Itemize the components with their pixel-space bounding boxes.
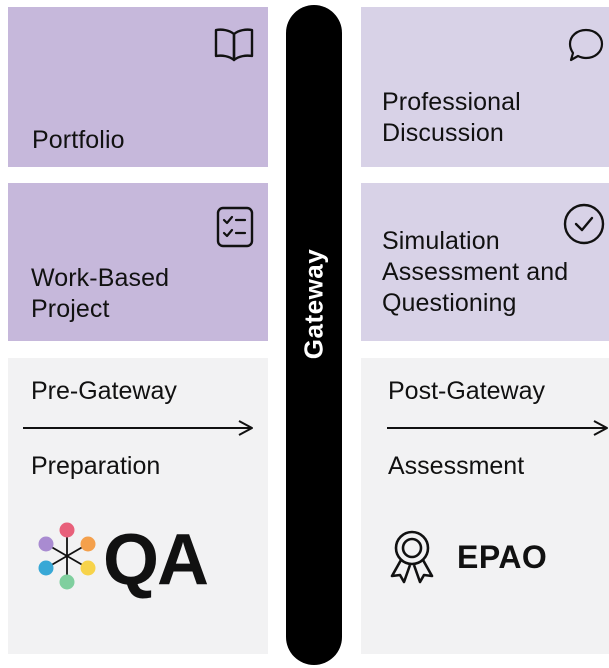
pre-gateway-panel: Pre-Gateway Preparation [8,358,268,654]
label-line: Assessment and [382,258,569,286]
epao-logo-text: EPAO [457,539,548,575]
book-icon [214,28,254,62]
gateway-label: Gateway [298,248,329,360]
speech-bubble-icon [568,28,604,62]
arrow-right-icon [387,420,608,436]
label-line: Work-Based [31,264,170,292]
checklist-icon [216,206,254,248]
post-gateway-panel: Post-Gateway Assessment [361,358,609,654]
arrow-right-icon [23,420,253,436]
portfolio-label: Portfolio [32,126,125,154]
professional-discussion-tile: Professional Discussion [361,7,609,167]
simulation-assessment-tile: Simulation Assessment and Questioning [361,183,609,341]
label-line: Questioning [382,289,517,317]
simulation-assessment-label: Simulation Assessment and Questioning [382,226,568,319]
check-circle-icon [563,203,605,245]
pre-gateway-subtitle: Preparation [31,452,161,480]
label-line: Professional [382,88,521,116]
gateway-bar [286,5,342,665]
qa-logo-text: QA [103,520,209,600]
label-line: Project [31,295,110,323]
professional-discussion-label: Professional Discussion [382,87,521,149]
pre-gateway-title: Pre-Gateway [31,377,177,405]
post-gateway-title: Post-Gateway [388,377,546,405]
qa-logo-icon [38,522,96,590]
post-gateway-subtitle: Assessment [388,452,525,480]
work-based-project-tile: Work-Based Project [8,183,268,341]
label-line: Discussion [382,119,504,147]
work-based-project-label: Work-Based Project [31,263,169,325]
award-ribbon-icon [390,530,434,584]
portfolio-tile: Portfolio [8,7,268,167]
label-line: Simulation [382,227,500,255]
